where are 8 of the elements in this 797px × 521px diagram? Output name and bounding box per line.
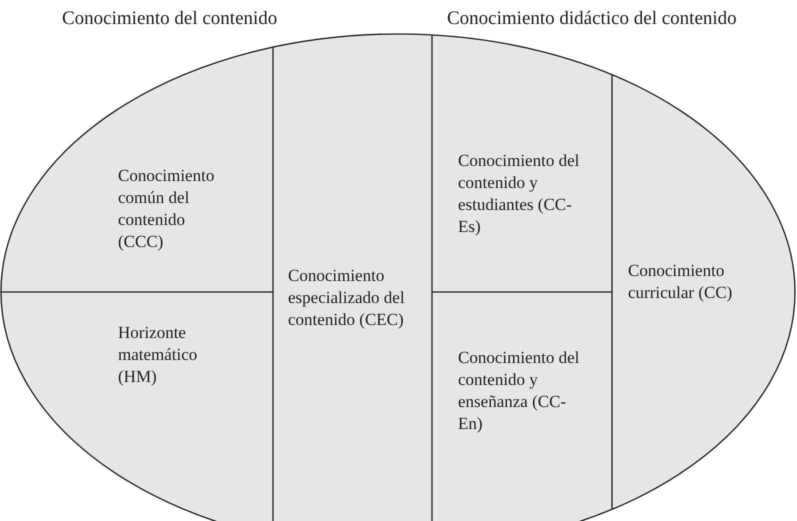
region-label: Horizonte matemático (HM)	[118, 322, 218, 388]
region-label: Conocimiento común del contenido (CCC)	[118, 165, 230, 253]
region-label: Conocimiento curricular (CC)	[628, 260, 748, 304]
section-heading: Conocimiento didáctico del contenido	[447, 8, 737, 30]
section-heading: Conocimiento del contenido	[62, 8, 278, 30]
region-label: Conocimiento especializado del contenido (CEC)	[288, 265, 432, 331]
region-label: Conocimiento del contenido y estudiantes (CC-Es)	[458, 150, 588, 238]
region-label: Conocimiento del contenido y enseñanza (CC-En)	[458, 347, 588, 435]
